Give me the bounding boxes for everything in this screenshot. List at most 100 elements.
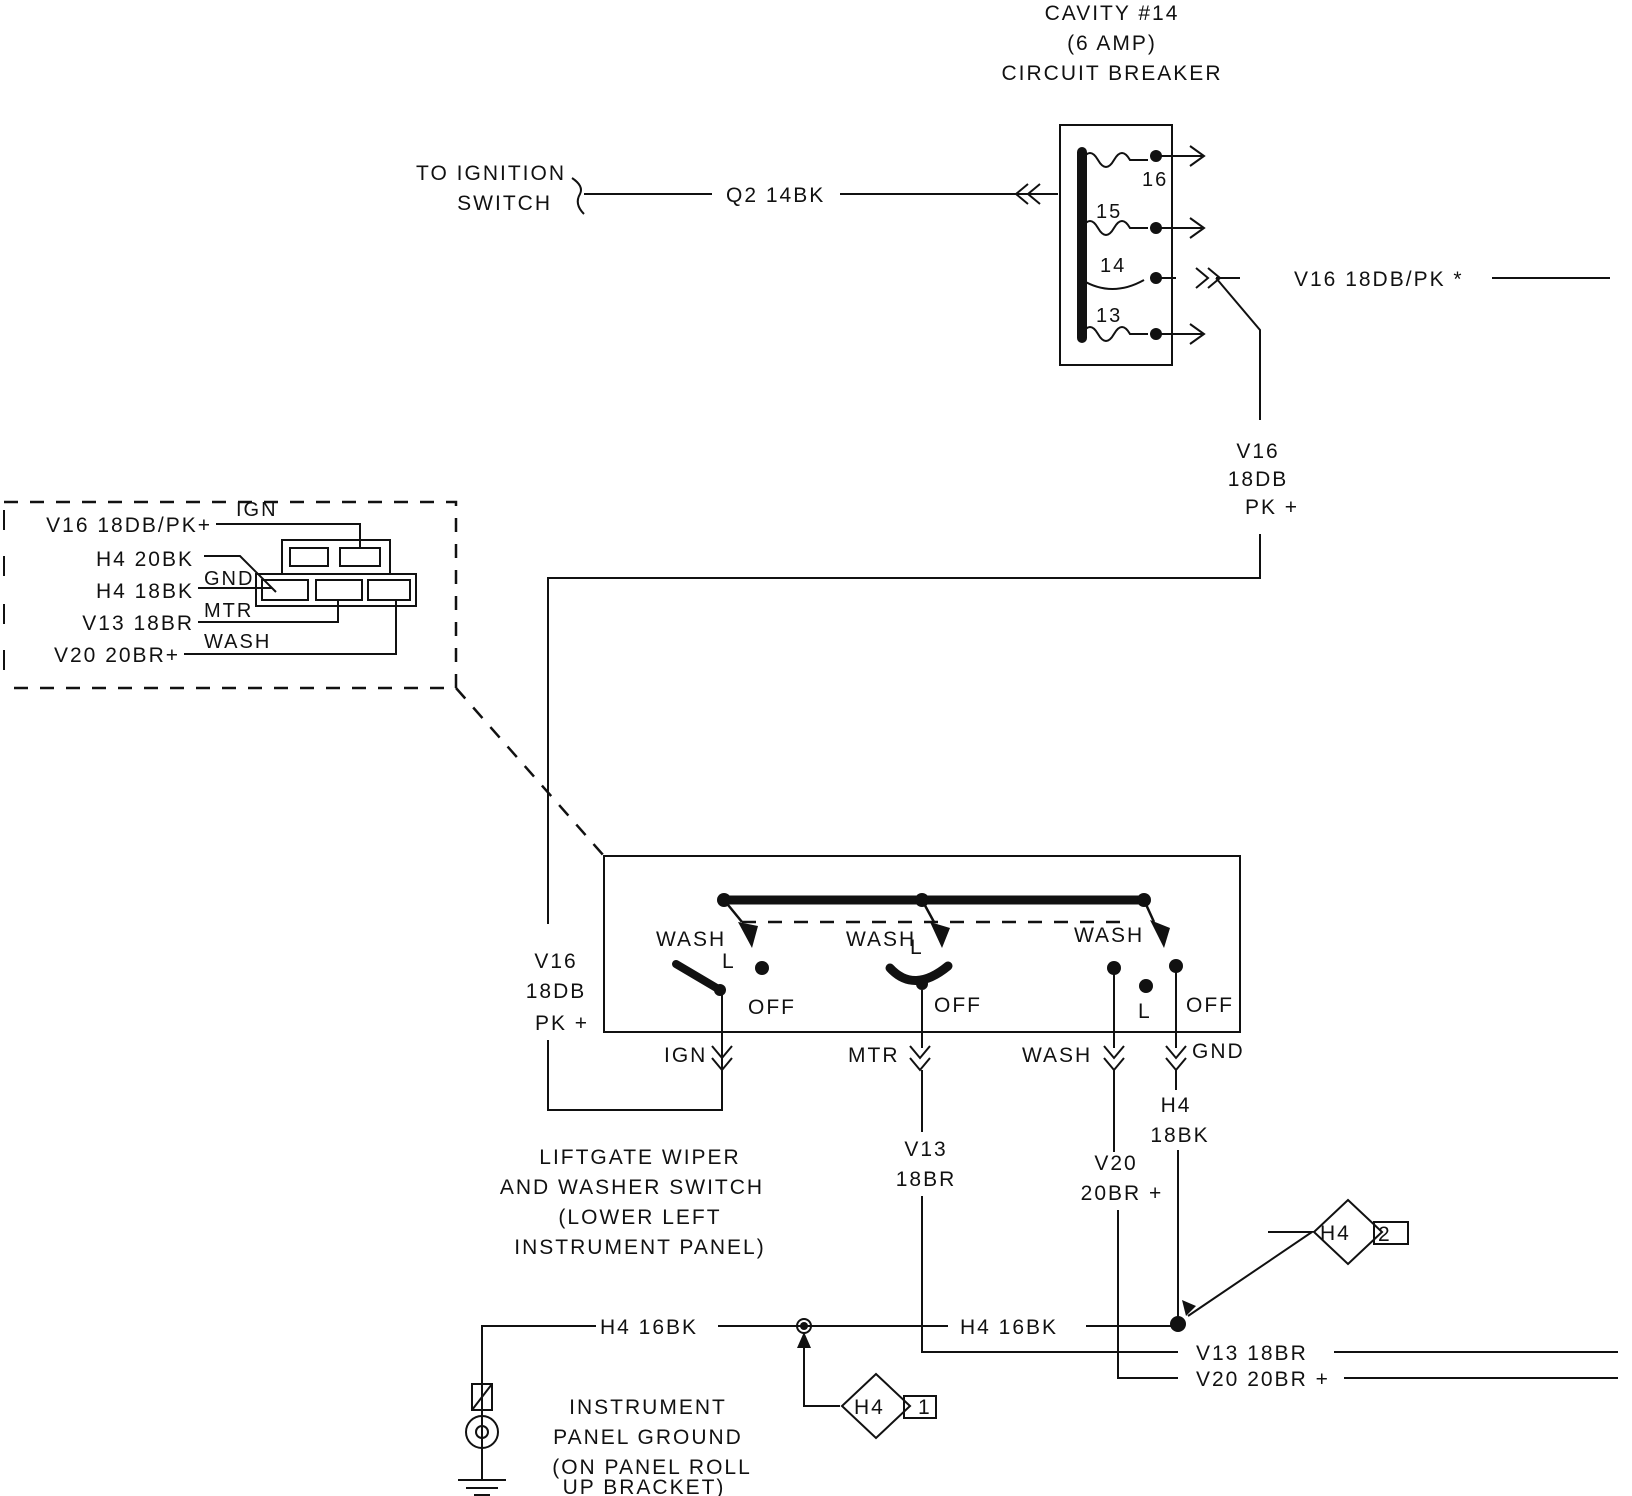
- switch1-off: OFF: [748, 996, 796, 1019]
- switch1-wash: WASH: [656, 928, 726, 951]
- inset-func-mtr: MTR: [204, 600, 253, 622]
- ground-eyelet: [471, 1383, 493, 1411]
- connector-inset: V16 18DB/PK+ H4 20BK H4 18BK V13 18BR V2…: [3, 499, 605, 857]
- switch1-contact-blade: [672, 960, 724, 994]
- splice-2-tag: H4: [1320, 1222, 1351, 1245]
- switch-v16-line1: V16: [534, 950, 577, 973]
- pin-15-arrow: [1156, 217, 1206, 239]
- v16-out-label: V16 18DB/PK *: [1294, 268, 1464, 291]
- inset-leader: [455, 687, 605, 857]
- h4-label-line1: H4: [1161, 1094, 1192, 1117]
- wiper-washer-switch: WASH L OFF WASH L OFF WASH L OFF V16 18D…: [500, 855, 1245, 1259]
- v16-vert-line1: V16: [1236, 440, 1279, 463]
- v16-run-to-switch: [547, 534, 1261, 924]
- ground-wire-riser: [481, 1325, 596, 1480]
- splice-1-num: 1: [918, 1396, 932, 1419]
- v16-branch-down: [1215, 277, 1261, 420]
- inset-wire-h4-18bk: H4 18BK: [96, 580, 194, 603]
- q2-wire-label: Q2 14BK: [726, 184, 825, 207]
- breaker-element-14: [1081, 279, 1145, 290]
- terminal-ign: IGN: [664, 1044, 707, 1067]
- v20-label-line1: V20: [1094, 1152, 1137, 1175]
- splice-1-box: [903, 1395, 937, 1419]
- breaker-element-15: [1081, 220, 1148, 236]
- inset-wire-wash: [184, 600, 397, 655]
- ground-caption-line2: PANEL GROUND: [553, 1426, 743, 1449]
- inset-wire-h4-20: [204, 555, 277, 593]
- switch2-common: [916, 978, 928, 990]
- pin-15-label: 15: [1096, 201, 1122, 223]
- pin-16-arrow: [1156, 145, 1206, 167]
- switch-caption-line2: AND WASHER SWITCH: [500, 1176, 764, 1199]
- inset-cavity-3: [261, 579, 309, 601]
- switch-caption-line3: (LOWER LEFT: [558, 1206, 721, 1229]
- splice-left-dot: [800, 1322, 808, 1330]
- switch3-wash: WASH: [1074, 924, 1144, 947]
- splice-2-num: 2: [1378, 1223, 1392, 1246]
- ground-caption-line3: (ON PANEL ROLL: [552, 1456, 752, 1479]
- v20-wire-lower: [1117, 1210, 1178, 1379]
- terminal-gnd: GND: [1192, 1040, 1245, 1063]
- splice-2-leader: [1187, 1231, 1316, 1317]
- v16-output: V16 18DB/PK * V16 18DB PK +: [547, 268, 1610, 924]
- pin-14-label: 14: [1100, 255, 1126, 277]
- ignition-label-line1: TO IGNITION: [416, 162, 566, 185]
- splice-2-box: [1373, 1221, 1409, 1245]
- v13-out-label: V13 18BR: [1196, 1342, 1308, 1365]
- mtr-terminal-symbol: [909, 1045, 931, 1072]
- switch1-stem: [723, 899, 743, 923]
- ground-bus: H4 16BK H4 16BK V13 18BR V20 20BR + H4 2…: [458, 1198, 1618, 1496]
- splice-1-diamond: [840, 1372, 912, 1440]
- splice-1-arrowhead: [797, 1332, 811, 1348]
- inset-wire-h4-20bk: H4 20BK: [96, 548, 194, 571]
- ign-terminal-symbol: [711, 1045, 733, 1072]
- inset-wire-mtr: [198, 600, 339, 623]
- breaker-title-line2: (6 AMP): [1067, 32, 1157, 55]
- inset-border: [4, 500, 458, 690]
- v16-vert-line3: PK +: [1245, 496, 1299, 519]
- switch2-l: L: [910, 936, 924, 959]
- breaker-element-16: [1081, 152, 1148, 168]
- v13-label-line2: 18BR: [896, 1168, 957, 1191]
- switch1-common: [714, 984, 726, 996]
- switch1-l: L: [722, 950, 736, 973]
- terminal-wash: WASH: [1022, 1044, 1092, 1067]
- switch3-arrow: [1150, 920, 1170, 948]
- ground-caption-line4: UP BRACKET): [563, 1476, 726, 1496]
- switch-v16-line2: 18DB: [526, 980, 587, 1003]
- inset-wire-ign: [216, 523, 361, 548]
- inset-cavity-5: [367, 579, 411, 601]
- switch3-l: L: [1138, 1000, 1152, 1023]
- breaker-title-line1: CAVITY #14: [1045, 2, 1180, 25]
- inset-func-wash: WASH: [204, 631, 271, 653]
- v16-loop-to-ign: [547, 990, 723, 1111]
- switch-caption-line1: LIFTGATE WIPER: [539, 1146, 740, 1169]
- inset-cavity-4: [315, 579, 363, 601]
- inset-connector-bottom-row: [255, 573, 417, 607]
- splice-2-diamond: [1312, 1198, 1384, 1266]
- h4-bus-right-label: H4 16BK: [960, 1316, 1058, 1339]
- inset-wire-v16: V16 18DB/PK+: [46, 514, 212, 537]
- wash-terminal-symbol: [1103, 1045, 1125, 1072]
- v13-wire-lower: [921, 1196, 1178, 1353]
- ground-stud-outer: [465, 1415, 499, 1449]
- switch3-l-contact: [1139, 979, 1153, 993]
- breaker-box: [1059, 124, 1173, 366]
- inset-func-ign: IGN: [236, 499, 278, 521]
- switch2-off: OFF: [934, 994, 982, 1017]
- switch2-stem: [920, 899, 936, 923]
- gnd-terminal-symbol: [1165, 1045, 1187, 1072]
- v20-out-label: V20 20BR +: [1196, 1368, 1330, 1391]
- q2-connector-symbol: [1014, 183, 1041, 205]
- pin-14-connector: [1156, 267, 1222, 289]
- splice-2-arrowhead: [1182, 1300, 1196, 1316]
- splice-1-tag: H4: [854, 1396, 885, 1419]
- ground-caption-line1: INSTRUMENT: [569, 1396, 727, 1419]
- pin-13-arrow: [1156, 323, 1206, 345]
- inset-wire-v13: V13 18BR: [82, 612, 194, 635]
- breaker-title-line3: CIRCUIT BREAKER: [1002, 62, 1223, 85]
- inset-connector-top-row: [281, 539, 391, 575]
- h4-bus-left-label: H4 16BK: [600, 1316, 698, 1339]
- pin-13-label: 13: [1096, 305, 1122, 327]
